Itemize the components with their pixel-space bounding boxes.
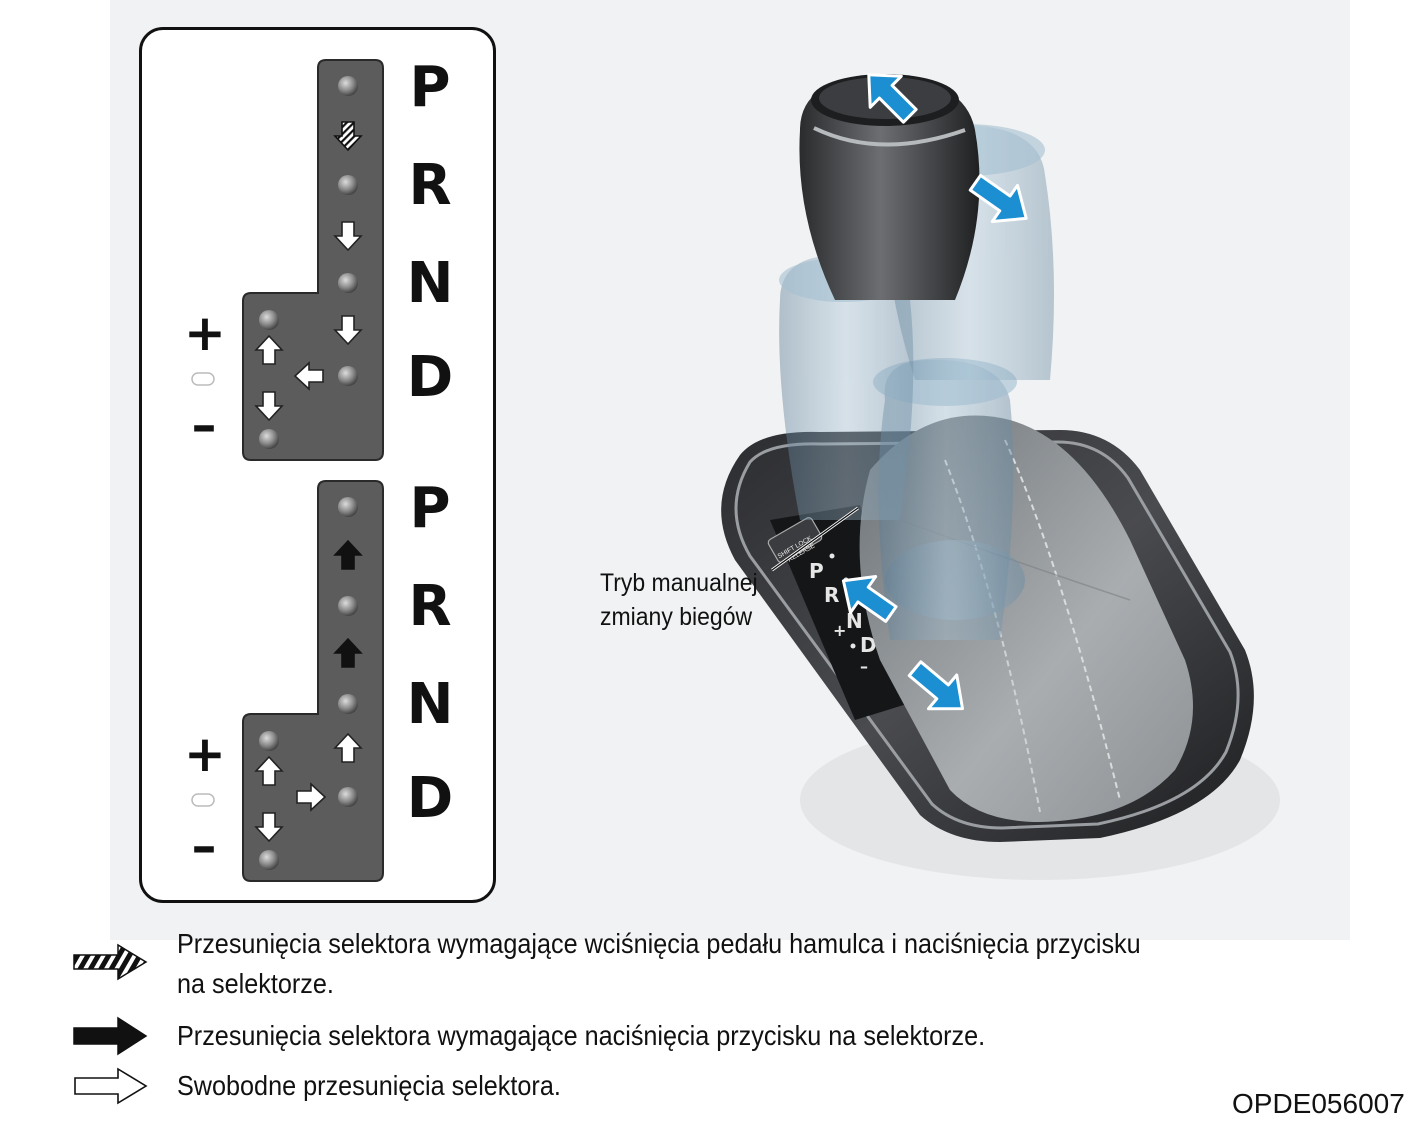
console-marking-p: P — [809, 559, 824, 583]
gate-top-label-d: D — [406, 345, 454, 410]
gate-bottom-label-d: D — [406, 766, 454, 831]
gate-top-label-r: R — [408, 153, 452, 218]
gate-top-minus: – — [191, 396, 217, 454]
outline-arrow-icon — [74, 1067, 148, 1105]
gate-dots-top — [259, 76, 358, 449]
console-marking-plus: + — [833, 621, 846, 640]
console-marking-d: D — [860, 633, 877, 657]
gate-bottom-label-n: N — [406, 672, 454, 737]
legend-text-button-only: Przesunięcia selektora wymagające naciśn… — [177, 1020, 986, 1051]
manual-mode-callout: Tryb manualnej zmiany biegów — [600, 569, 758, 631]
console-marking-minus: – — [860, 657, 868, 676]
legend-text-brake-and-button: Przesunięcia selektora wymagające wciśni… — [177, 928, 1141, 999]
gate-plate-bottom — [242, 480, 384, 882]
legend-text-free-shift: Swobodne przesunięcia selektora. — [177, 1070, 561, 1101]
gate-top-label-p: P — [409, 55, 451, 120]
gate-bottom-plus: + — [184, 725, 226, 783]
shift-direction-arrows — [841, 73, 1028, 711]
gate-top-plus: + — [184, 304, 226, 362]
solid-arrow-icon — [73, 1016, 148, 1056]
gate-top-label-n: N — [406, 251, 454, 316]
console-marking-r: R — [824, 583, 839, 607]
gate-bottom-label-r: R — [408, 574, 452, 639]
gate-bottom-minus: – — [191, 817, 217, 875]
figure-code: OPDE056007 — [1232, 1088, 1405, 1119]
gate-plate-top — [242, 59, 384, 461]
gate-bottom-label-p: P — [409, 476, 451, 541]
gate-dots-bottom — [259, 497, 358, 870]
shift-lock-release-button — [767, 517, 823, 563]
console-marking-n: N — [846, 609, 863, 633]
hatched-arrow-icon — [73, 943, 148, 981]
